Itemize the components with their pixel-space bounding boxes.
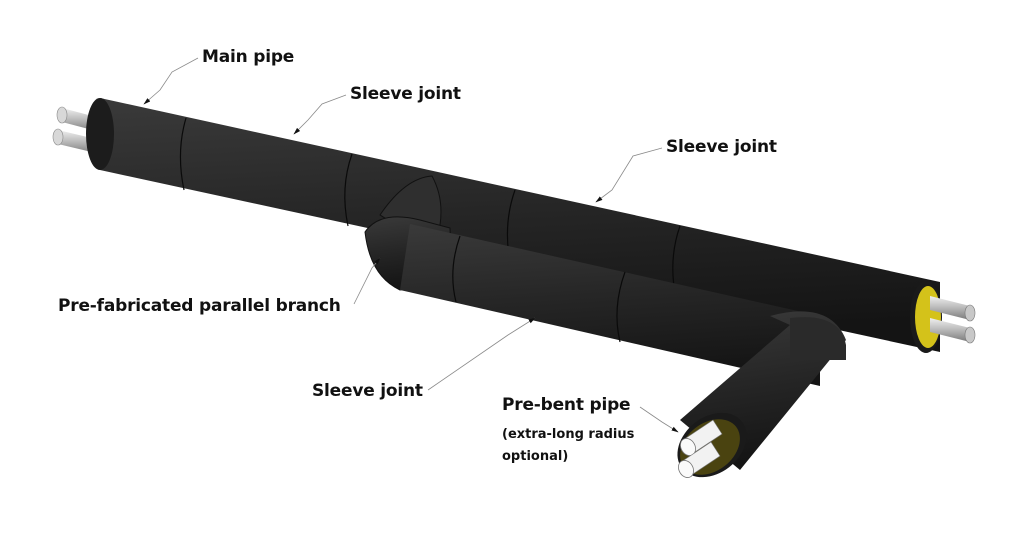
label-sleeve-joint-2: Sleeve joint bbox=[666, 137, 777, 157]
main-pipe-right-end bbox=[910, 281, 976, 353]
label-sleeve-joint-3: Sleeve joint bbox=[312, 381, 423, 401]
leader-pre-bent bbox=[639, 406, 679, 433]
leader-sleeve-joint-1 bbox=[293, 94, 347, 135]
leader-sleeve-joint-2 bbox=[595, 147, 663, 203]
label-pre-bent-note-2: optional) bbox=[502, 449, 569, 464]
pre-bent-carriers bbox=[678, 419, 723, 478]
label-pre-bent-pipe: Pre-bent pipe bbox=[502, 395, 631, 415]
leader-main-pipe bbox=[143, 57, 199, 105]
label-sleeve-joint-1: Sleeve joint bbox=[350, 84, 461, 104]
leader-branch bbox=[353, 257, 381, 305]
leader-lines bbox=[143, 57, 679, 433]
leader-sleeve-joint-3 bbox=[427, 317, 536, 391]
label-branch: Pre-fabricated parallel branch bbox=[58, 296, 341, 316]
parallel-branch-jacket bbox=[400, 224, 820, 386]
label-pre-bent-note-1: (extra-long radius bbox=[502, 427, 635, 442]
label-main-pipe: Main pipe bbox=[202, 47, 295, 67]
